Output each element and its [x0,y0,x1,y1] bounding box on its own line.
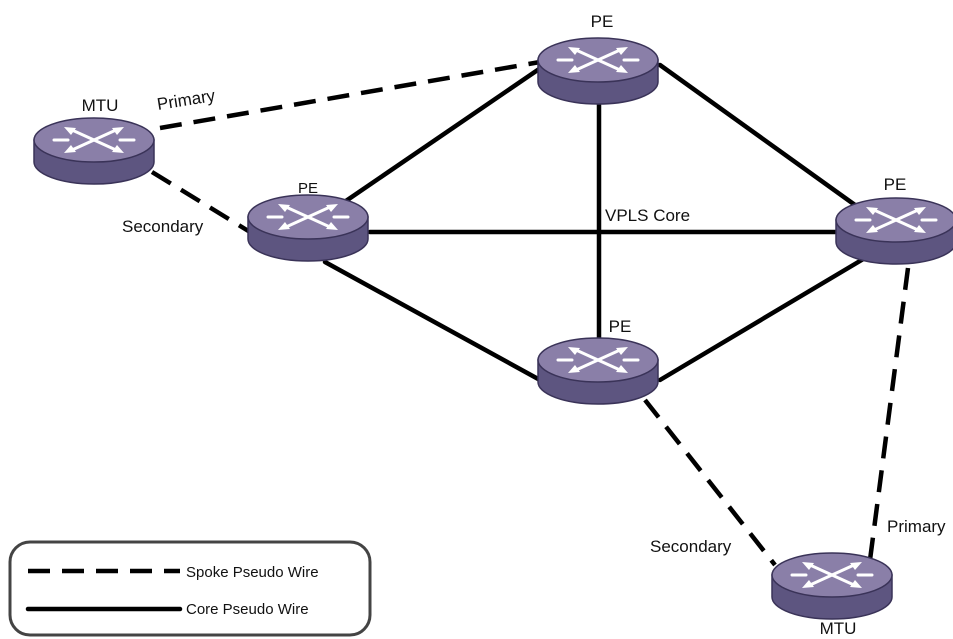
legend-box [8,540,372,637]
spoke-link-mtu-left-secondary [150,170,252,234]
secondary-bottom-label: Secondary [650,537,732,556]
secondary-left-label: Secondary [122,217,204,236]
legend: Spoke Pseudo Wire Core Pseudo Wire [8,540,372,637]
core-link-pe-left-pe-center [322,259,543,383]
router-icon[interactable] [32,116,156,186]
spoke-links [150,59,911,567]
pe-top-label: PE [591,12,614,31]
core-link-pe-top-pe-right [657,62,858,208]
pe-center-label: PE [609,317,632,336]
core-links [322,62,868,383]
spoke-link-mtu-bottom-secondary [643,398,777,567]
core-link-pe-center-pe-right [657,255,868,383]
legend-spoke-label: Spoke Pseudo Wire [186,564,319,581]
pe-left-label: PE [298,180,318,197]
router-icon[interactable] [536,36,660,106]
primary-left-label: Primary [156,86,217,114]
vpls-core-label: VPLS Core [605,206,690,225]
spoke-link-mtu-bottom-primary [867,267,911,561]
router-icon[interactable] [536,336,660,406]
pe-right-label: PE [884,175,907,194]
router-icon[interactable] [770,551,894,621]
core-link-pe-left-pe-top [337,62,548,208]
mtu-left-label: MTU [82,96,119,115]
legend-core-label: Core Pseudo Wire [186,601,309,618]
mtu-bottom-label: MTU [820,619,857,638]
router-icon[interactable] [246,193,370,263]
spoke-link-mtu-left-primary [159,59,541,131]
primary-right-label: Primary [887,517,946,536]
router-icon[interactable] [834,196,953,266]
